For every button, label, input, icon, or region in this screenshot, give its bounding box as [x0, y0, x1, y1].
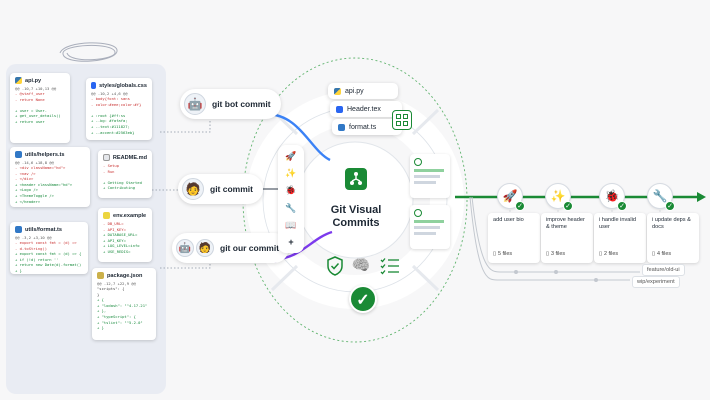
commit-card-update-deps[interactable]: i update deps & docs ▯4 files	[647, 213, 699, 263]
review-card-1[interactable]	[410, 154, 450, 198]
file-card-package-json[interactable]: package.json @@ -12,7 +22,9 @@ "scripts"…	[92, 268, 156, 340]
bug-icon[interactable]: 🐞	[285, 185, 297, 196]
review-line	[414, 169, 444, 172]
branch-label-old-ui[interactable]: feature/old-ui	[642, 264, 685, 276]
commit-card-improve-header[interactable]: improve header & theme ▯3 files	[541, 213, 593, 263]
confirm-commit-button[interactable]: ✓	[349, 285, 377, 313]
file-card-readme[interactable]: README.md - Setup - Run + Getting Starte…	[98, 150, 152, 198]
user-icon	[414, 209, 422, 217]
file-card-globals-css[interactable]: styles/globals.css @@ -10,2 +4,6 @@ - bo…	[86, 78, 152, 140]
commit-node-bug-icon[interactable]: 🐞✓	[599, 183, 627, 211]
file-icon: ▯	[493, 251, 496, 257]
center-title: Git Visual Commits	[330, 204, 382, 229]
markdown-icon	[103, 154, 110, 161]
python-icon	[15, 77, 22, 84]
typescript-icon	[338, 123, 345, 131]
commit-type-toolbar: 🚀 ✨ 🐞 🔧 📖 +	[278, 145, 304, 253]
stack-file-icon	[336, 105, 343, 113]
file-icon: ▯	[652, 251, 655, 257]
json-icon	[97, 272, 104, 279]
checklist-icon	[380, 257, 400, 275]
robot-icon: 🤖	[176, 239, 194, 257]
commit-card-add-user-bio[interactable]: add user bio ▯5 files	[488, 213, 540, 263]
person-icon: 🧑	[196, 239, 214, 257]
file-icon: ▯	[546, 251, 549, 257]
branch-label-experiment[interactable]: wip/experiment	[632, 276, 680, 288]
grid-icon[interactable]	[392, 110, 412, 130]
commit-pill-combined[interactable]: 🤖 🧑 git our commit	[172, 233, 290, 263]
sparkle-icon[interactable]: ✨	[285, 168, 297, 179]
review-line	[414, 220, 444, 223]
plus-icon[interactable]: +	[288, 236, 294, 247]
review-card-2[interactable]	[410, 205, 450, 249]
brain-icon: 🧠	[351, 257, 371, 274]
commit-node-rocket-icon[interactable]: 🚀✓	[497, 183, 525, 211]
file-card-api[interactable]: api.py @@ -10,7 +10,13 @@ - @staff_user …	[10, 73, 70, 143]
shield-check-icon	[326, 256, 344, 276]
typescript-icon	[15, 226, 22, 233]
commit-card-handle-invalid-user[interactable]: i handle invalid user ▯2 files	[594, 213, 646, 263]
review-line	[414, 232, 436, 235]
review-line	[414, 181, 436, 184]
book-icon[interactable]: 📖	[285, 219, 297, 230]
rocket-icon[interactable]: 🚀	[285, 151, 297, 162]
robot-icon: 🤖	[184, 93, 206, 115]
file-card-format-ts[interactable]: utils/format.ts @@ -3,2 +3,10 @@ - expor…	[10, 222, 88, 274]
file-card-env-example[interactable]: env.example - DB_URL= - API_KEY= + DATAB…	[98, 208, 152, 262]
env-icon	[103, 212, 110, 219]
review-line	[414, 175, 440, 178]
review-line	[414, 226, 440, 229]
commit-node-wrench-icon[interactable]: 🔧✓	[647, 183, 675, 211]
user-icon	[414, 158, 422, 166]
commit-node-sparkle-icon[interactable]: ✨✓	[545, 183, 573, 211]
wrench-icon[interactable]: 🔧	[285, 202, 297, 213]
typescript-icon	[15, 151, 22, 158]
git-logo-icon	[345, 168, 367, 190]
css-icon	[91, 82, 97, 89]
staged-file-format[interactable]: format.ts	[332, 119, 402, 135]
staged-file-header[interactable]: Header.tex	[330, 101, 402, 117]
commit-pill-user[interactable]: 🧑 git commit	[178, 174, 263, 204]
person-icon: 🧑	[182, 178, 204, 200]
scribble-decoration	[59, 42, 118, 62]
staged-file-api[interactable]: api.py	[328, 83, 398, 99]
file-icon: ▯	[599, 251, 602, 257]
file-card-helpers-ts[interactable]: utils/helpers.ts @@ -14,6 +18,8 @@ - <di…	[10, 147, 90, 207]
commit-pill-bot[interactable]: 🤖 git bot commit	[180, 89, 281, 119]
python-icon	[334, 87, 341, 95]
